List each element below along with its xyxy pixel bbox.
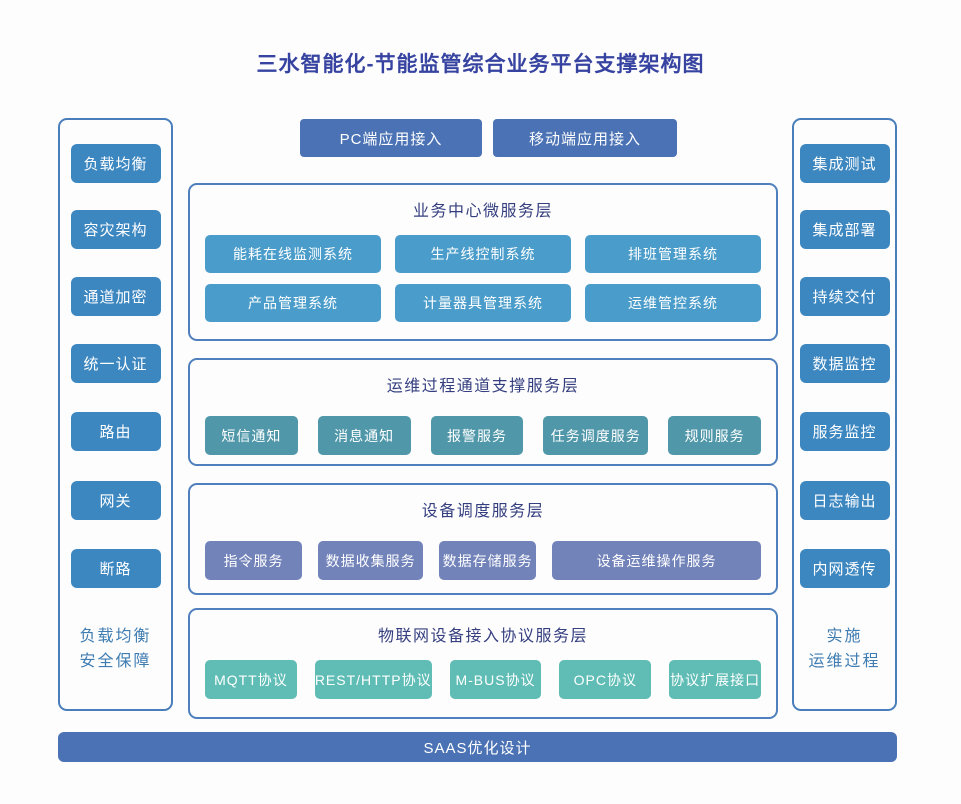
layer-business-microservices: 业务中心微服务层 能耗在线监测系统 生产线控制系统 排班管理系统 产品管理系统 … <box>188 183 778 341</box>
right-box-integration-test: 集成测试 <box>799 144 890 183</box>
right-box-log-output: 日志输出 <box>799 481 890 520</box>
node-opc-protocol: OPC协议 <box>559 660 652 699</box>
node-protocol-extension: 协议扩展接口 <box>669 660 762 699</box>
node-data-storage: 数据存储服务 <box>439 541 537 580</box>
node-rule-service: 规则服务 <box>668 416 761 455</box>
right-box-continuous-delivery: 持续交付 <box>799 277 890 316</box>
mobile-access-node: 移动端应用接入 <box>493 119 677 157</box>
page-title: 三水智能化-节能监管综合业务平台支撑架构图 <box>256 53 705 76</box>
node-metering-instrument-management: 计量器具管理系统 <box>395 284 571 322</box>
layer-ops-channel-support: 运维过程通道支撑服务层 短信通知 消息通知 报警服务 任务调度服务 规则服务 <box>188 358 778 466</box>
node-ops-control-system: 运维管控系统 <box>585 284 761 322</box>
left-box-gateway: 网关 <box>70 481 161 520</box>
left-box-channel-encryption: 通道加密 <box>70 277 161 316</box>
node-sms-notify: 短信通知 <box>205 416 298 455</box>
node-product-management: 产品管理系统 <box>205 284 381 322</box>
left-panel-load-balancing: 负载均衡 容灾架构 通道加密 统一认证 路由 网关 断路 负载均衡 安全保障 <box>58 118 173 711</box>
right-panel-caption: 实施 运维过程 <box>794 624 895 674</box>
layer-ops-row: 短信通知 消息通知 报警服务 任务调度服务 规则服务 <box>205 416 761 455</box>
left-box-routing: 路由 <box>70 412 161 451</box>
node-command-service: 指令服务 <box>205 541 303 580</box>
node-message-notify: 消息通知 <box>317 416 411 455</box>
node-energy-monitoring: 能耗在线监测系统 <box>205 235 381 273</box>
right-panel-devops: 集成测试 集成部署 持续交付 数据监控 服务监控 日志输出 内网透传 实施 运维… <box>792 118 897 711</box>
node-data-collection: 数据收集服务 <box>318 541 424 580</box>
right-box-data-monitoring: 数据监控 <box>799 344 890 383</box>
node-device-ops-operation: 设备运维操作服务 <box>552 541 761 580</box>
node-alarm-service: 报警服务 <box>430 416 524 455</box>
node-task-scheduling: 任务调度服务 <box>543 416 649 455</box>
left-panel-caption: 负载均衡 安全保障 <box>60 624 171 674</box>
layer-device-title: 设备调度服务层 <box>421 503 545 520</box>
right-box-intranet-passthrough: 内网透传 <box>799 549 890 588</box>
node-production-line-control: 生产线控制系统 <box>395 235 571 273</box>
layer-device-row: 指令服务 数据收集服务 数据存储服务 设备运维操作服务 <box>205 541 761 580</box>
layer-iot-title: 物联网设备接入协议服务层 <box>377 628 588 645</box>
right-caption-line1: 实施 <box>826 628 863 645</box>
node-mbus-protocol: M-BUS协议 <box>449 660 542 699</box>
left-box-load-balance: 负载均衡 <box>70 144 161 183</box>
left-box-disaster-recovery: 容灾架构 <box>70 210 161 249</box>
right-box-integration-deploy: 集成部署 <box>799 210 890 249</box>
layer-iot-protocol: 物联网设备接入协议服务层 MQTT协议 REST/HTTP协议 M-BUS协议 … <box>188 608 778 719</box>
layer-iot-row: MQTT协议 REST/HTTP协议 M-BUS协议 OPC协议 协议扩展接口 <box>205 660 762 699</box>
right-caption-line2: 运维过程 <box>808 653 881 670</box>
node-rest-http-protocol: REST/HTTP协议 <box>314 660 432 699</box>
left-box-circuit-break: 断路 <box>70 549 161 588</box>
layer-business-title: 业务中心微服务层 <box>412 203 553 220</box>
layer-business-row-1: 能耗在线监测系统 生产线控制系统 排班管理系统 <box>205 235 761 273</box>
saas-optimization-bar: SAAS优化设计 <box>58 732 897 762</box>
node-mqtt-protocol: MQTT协议 <box>205 660 297 699</box>
left-box-unified-auth: 统一认证 <box>70 344 161 383</box>
left-caption-line2: 安全保障 <box>79 653 152 670</box>
left-caption-line1: 负载均衡 <box>79 628 152 645</box>
right-box-service-monitoring: 服务监控 <box>799 412 890 451</box>
layer-device-dispatch: 设备调度服务层 指令服务 数据收集服务 数据存储服务 设备运维操作服务 <box>188 483 778 595</box>
layer-ops-title: 运维过程通道支撑服务层 <box>386 378 580 395</box>
pc-access-node: PC端应用接入 <box>300 119 482 157</box>
layer-business-row-2: 产品管理系统 计量器具管理系统 运维管控系统 <box>205 284 761 322</box>
node-shift-management: 排班管理系统 <box>585 235 761 273</box>
